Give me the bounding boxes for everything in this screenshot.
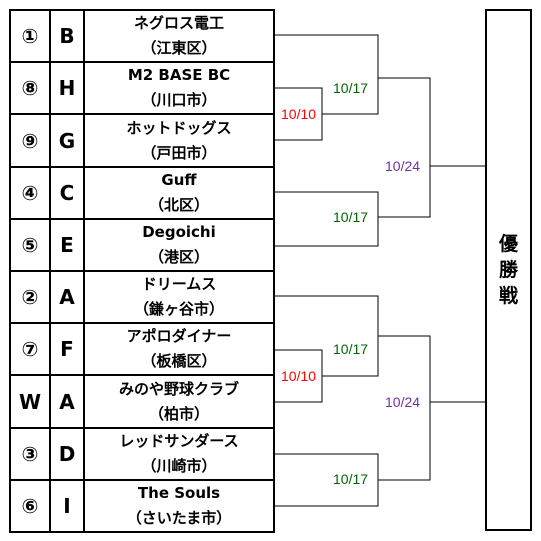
team-name: Guff (161, 171, 197, 189)
line-r2-b (273, 191, 379, 247)
team-group: G (49, 113, 85, 168)
team-city: （戸田市） (141, 143, 217, 162)
line-r2-a (273, 34, 379, 115)
team-name-cell: みのや野球クラブ （柏市） (83, 374, 275, 429)
team-group: B (49, 9, 85, 63)
match-date: 10/17 (332, 341, 370, 357)
team-city: （江東区） (141, 39, 217, 57)
team-name-cell: Guff （北区） (83, 166, 275, 220)
match-date: 10/24 (384, 158, 422, 174)
team-seed: ④ (9, 166, 51, 220)
team-group: C (49, 166, 85, 220)
team-group: A (49, 270, 85, 324)
match-date: 10/24 (384, 394, 422, 410)
team-group: A (49, 374, 85, 429)
team-name-cell: アポロダイナー （板橋区） (83, 322, 275, 376)
line-sf-top (378, 77, 431, 218)
team-city: （川崎市） (141, 457, 217, 475)
match-date: 10/17 (332, 80, 370, 96)
team-name-cell: レッドサンダース （川崎市） (83, 427, 275, 481)
line-r2-c (273, 295, 379, 377)
final-box: 優 勝 戦 (485, 9, 532, 531)
team-group: H (49, 61, 85, 115)
match-date: 10/17 (332, 209, 370, 225)
team-city: （港区） (148, 248, 209, 266)
team-name: The Souls (137, 484, 221, 502)
team-city: （北区） (148, 196, 209, 214)
team-city: （柏市） (148, 404, 209, 423)
team-name: ドリームス (141, 275, 217, 293)
match-date: 10/17 (332, 471, 370, 487)
match-date: 10/10 (280, 368, 318, 384)
team-city: （川口市） (141, 91, 217, 109)
team-name-cell: M2 BASE BC （川口市） (83, 61, 275, 115)
team-name-cell: ネグロス電工 （江東区） (83, 9, 275, 63)
team-seed: W (9, 374, 51, 429)
team-name: M2 BASE BC (127, 66, 231, 84)
team-seed: ⑦ (9, 322, 51, 376)
final-label-char: 勝 (498, 259, 518, 281)
team-group: E (49, 218, 85, 272)
team-seed: ⑤ (9, 218, 51, 272)
team-city: （板橋区） (141, 352, 217, 370)
team-group: I (49, 479, 85, 533)
team-seed: ② (9, 270, 51, 324)
team-name: アポロダイナー (126, 327, 232, 345)
team-seed: ⑨ (9, 113, 51, 168)
match-date: 10/10 (280, 106, 318, 122)
team-name-cell: ドリームス （鎌ヶ谷市） (83, 270, 275, 324)
team-group: D (49, 427, 85, 481)
line-sf-bottom (378, 335, 431, 481)
team-group: F (49, 322, 85, 376)
team-name: ホットドッグス (126, 118, 232, 137)
team-seed: ③ (9, 427, 51, 481)
team-name-cell: Degoichi （港区） (83, 218, 275, 272)
team-name: みのや野球クラブ (118, 379, 239, 398)
team-name-cell: ホットドッグス （戸田市） (83, 113, 275, 168)
team-seed: ⑧ (9, 61, 51, 115)
team-name: Degoichi (142, 223, 216, 241)
final-label-char: 優 (498, 233, 518, 255)
final-label-char: 戦 (498, 285, 518, 307)
team-name: レッドサンダース (119, 432, 239, 450)
team-name: ネグロス電工 (133, 14, 224, 32)
team-seed: ⑥ (9, 479, 51, 533)
team-name-cell: The Souls （さいたま市） (83, 479, 275, 533)
team-city: （鎌ヶ谷市） (133, 300, 224, 318)
team-city: （さいたま市） (126, 509, 232, 527)
team-seed: ① (9, 9, 51, 63)
